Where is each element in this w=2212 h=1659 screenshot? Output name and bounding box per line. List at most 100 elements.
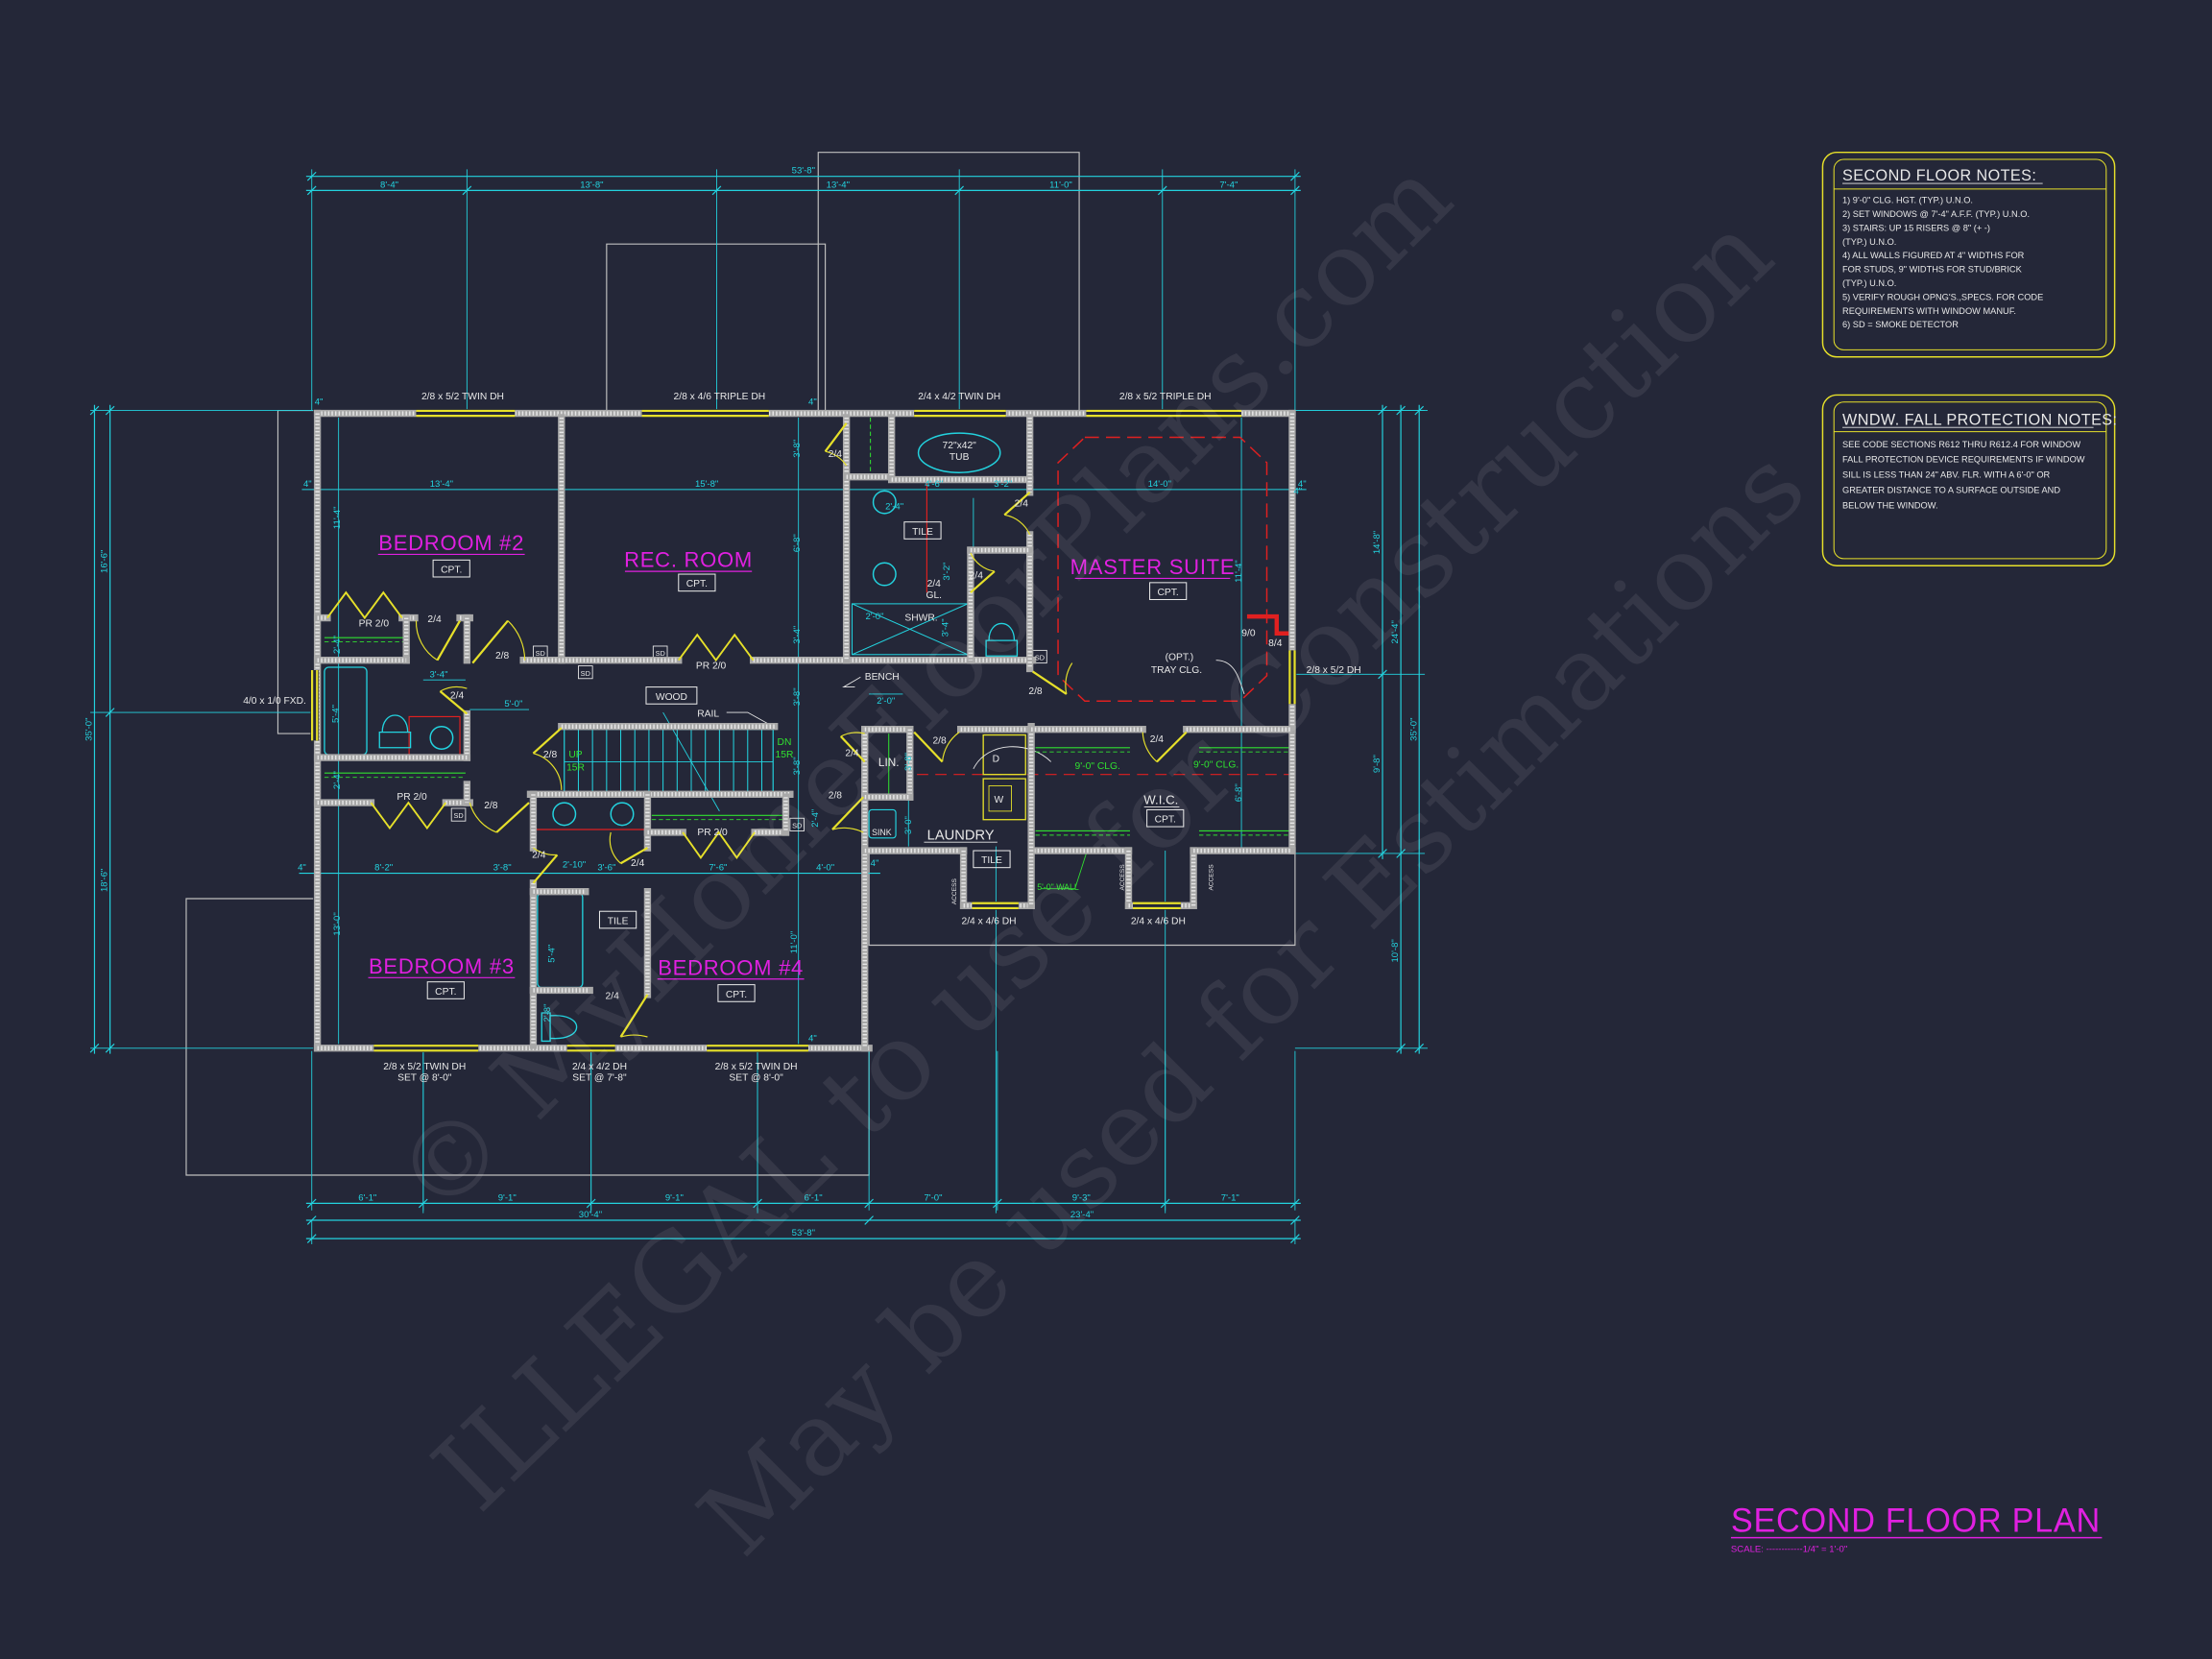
outline-box-upper (817, 152, 1080, 411)
dimension-interior-label: 4" (1298, 479, 1307, 490)
dimension-top-segment-label: 13'-8" (580, 180, 603, 190)
shower-label: SHWR. (904, 613, 937, 624)
laundry-sink-icon (868, 808, 897, 839)
room-label-bedroom-3: BEDROOM #3 (369, 954, 515, 978)
wall-note-leader (1041, 853, 1087, 890)
window-label-laundry: 2/4 x 4/6 DH (962, 916, 1017, 926)
dimension-top-overall-label: 53'-8" (792, 166, 815, 177)
dimension-interior-label: 3'-8" (792, 687, 803, 706)
stairs-down-label: DN (778, 737, 792, 748)
dimension-left-segment-label: 16'-6" (100, 550, 110, 573)
dimension-tick (864, 1215, 874, 1225)
door-leaf (495, 802, 530, 833)
door-size-label: 2/8 (484, 801, 498, 811)
tub-oval-icon (917, 432, 1001, 473)
finish-tag-box (598, 910, 637, 929)
dimension-interior-label: 13'-4" (430, 479, 453, 490)
door-size-label: 2/8 (495, 651, 510, 661)
dimension-interior-label: 14'-0" (1148, 479, 1171, 490)
dimension-interior-label: 7'-6" (709, 863, 727, 874)
dimension-right-subtotal-label: 10'-8" (1390, 939, 1401, 962)
dimension-top-segment-label: 7'-4" (1219, 180, 1238, 190)
smoke-detector-label: SD (581, 669, 590, 678)
finish-tags (426, 521, 1188, 1002)
door-swing-arc (469, 802, 497, 833)
smoke-detector-label: SD (792, 822, 802, 830)
window-label-wic: 2/4 x 4/6 DH (1131, 916, 1186, 926)
rail-leader (726, 711, 774, 728)
drawing-title: SECOND FLOOR PLAN SCALE: ------------1/4… (1731, 1503, 2103, 1554)
window-sill-bottom-3: SET @ 8'-0" (729, 1073, 783, 1084)
fall-note-line: GREATER DISTANCE TO A SURFACE OUTSIDE AN… (1842, 485, 2060, 494)
note-line: 2) SET WINDOWS @ 7'-4" A.F.F. (TYP.) U.N… (1842, 209, 2030, 219)
door-leaf (831, 796, 865, 830)
toilet-icon (985, 623, 1019, 657)
room-label-wic: W.I.C. (1143, 793, 1178, 807)
tub-size-label: 72"x42" (943, 441, 977, 451)
washer-label: W (994, 795, 1003, 805)
dimension-bottom-segment-label: 9'-1" (665, 1192, 684, 1203)
clg-leader (973, 746, 1052, 770)
room-labels: BEDROOM #2 REC. ROOM MASTER SUITE BEDROO… (368, 531, 1235, 979)
stairs-down-risers: 15R (776, 750, 794, 760)
sink-basin-icon (872, 562, 897, 587)
wall-height-note: 5'-0" WALL (1037, 882, 1079, 892)
window-label-top-2: 2/8 x 4/6 TRIPLE DH (674, 392, 766, 402)
tray-ceiling-opt: (OPT.) (1166, 653, 1194, 663)
fall-note-line: SEE CODE SECTIONS R612 THRU R612.4 FOR W… (1842, 440, 2080, 449)
window-sill-bottom-1: SET @ 8'-0" (397, 1073, 452, 1084)
plan-scale: SCALE: ------------1/4" = 1'-0" (1731, 1544, 1847, 1554)
dimension-bottom-subtotal-label: 30'-4" (579, 1210, 602, 1220)
smoke-detector-label: SD (1035, 654, 1045, 662)
dimension-top-segment-label: 11'-0" (1049, 180, 1072, 190)
dimension-interior-label: 8'-2" (374, 863, 393, 874)
dryer-label: D (993, 754, 999, 764)
finish-laundry: TILE (981, 855, 1002, 866)
floor-tag-box (645, 686, 698, 705)
access-label: ACCESS (951, 878, 958, 904)
door-leaf (1156, 731, 1188, 763)
window-label-top-3: 2/4 x 4/2 TWIN DH (918, 392, 1000, 402)
sink-basin-icon (429, 726, 454, 750)
bench-label: BENCH (865, 672, 900, 683)
window-labels: 2/8 x 5/2 TWIN DH 2/8 x 4/6 TRIPLE DH 2/… (243, 392, 1360, 1084)
dimension-interior-label: 11'-4" (332, 506, 343, 529)
fall-notes-lines: SEE CODE SECTIONS R612 THRU R612.4 FOR W… (1842, 440, 2085, 510)
stairs-up-label: UP (568, 750, 582, 760)
ceiling-lines (408, 436, 1295, 830)
door-leaf (824, 422, 848, 452)
finish-hall-bath: TILE (608, 916, 629, 926)
dimension-interior-label: 4" (808, 1033, 817, 1044)
door-leaf (532, 727, 563, 755)
bifold-door-icon (326, 590, 403, 620)
dimension-interior-label: 4" (871, 858, 879, 869)
window-sill-bottom-2: SET @ 7'-8" (572, 1073, 627, 1084)
rail-label: RAIL (697, 709, 719, 719)
dimension-interior-label: 4" (315, 397, 324, 408)
note-line: 1) 9'-0" CLG. HGT. (TYP.) U.N.O. (1842, 196, 1973, 205)
door-size-label: 2/4 (1150, 734, 1165, 745)
finish-tag-box (717, 984, 756, 1002)
fall-notes-outer-border (1821, 394, 2116, 566)
bench-leader (842, 676, 861, 688)
dimension-interior-label: 2'-4" (885, 501, 903, 512)
door-leaf (913, 731, 944, 763)
finish-master-suite: CPT. (1158, 588, 1179, 598)
dimension-tick (1396, 849, 1406, 858)
door-size-label: PR 2/0 (359, 618, 390, 629)
finish-tag-box (1146, 808, 1185, 828)
doors (326, 422, 1188, 1038)
dimension-interior-label: 13'-0" (332, 912, 343, 935)
dimension-bottom-subtotal-label: 23'-4" (1070, 1210, 1094, 1220)
fall-note-line: SILL IS LESS THAN 24" ABV. FLR. WITH A 6… (1842, 470, 2051, 480)
door-leaf (1031, 670, 1068, 695)
toilet-icon (378, 714, 412, 749)
dimension-top-segment-label: 13'-4" (827, 180, 850, 190)
dimension-interior-label: 2'-4" (332, 771, 343, 789)
ceiling-height-left: 9'-0" CLG. (1075, 761, 1120, 772)
tray-leader (1215, 660, 1245, 695)
door-leaf (970, 570, 996, 593)
dimension-interior-label: 2'-0" (866, 612, 884, 622)
window-label-top-4: 2/8 x 5/2 TRIPLE DH (1119, 392, 1212, 402)
shower-glass-door-label: 2/4 (927, 579, 942, 589)
